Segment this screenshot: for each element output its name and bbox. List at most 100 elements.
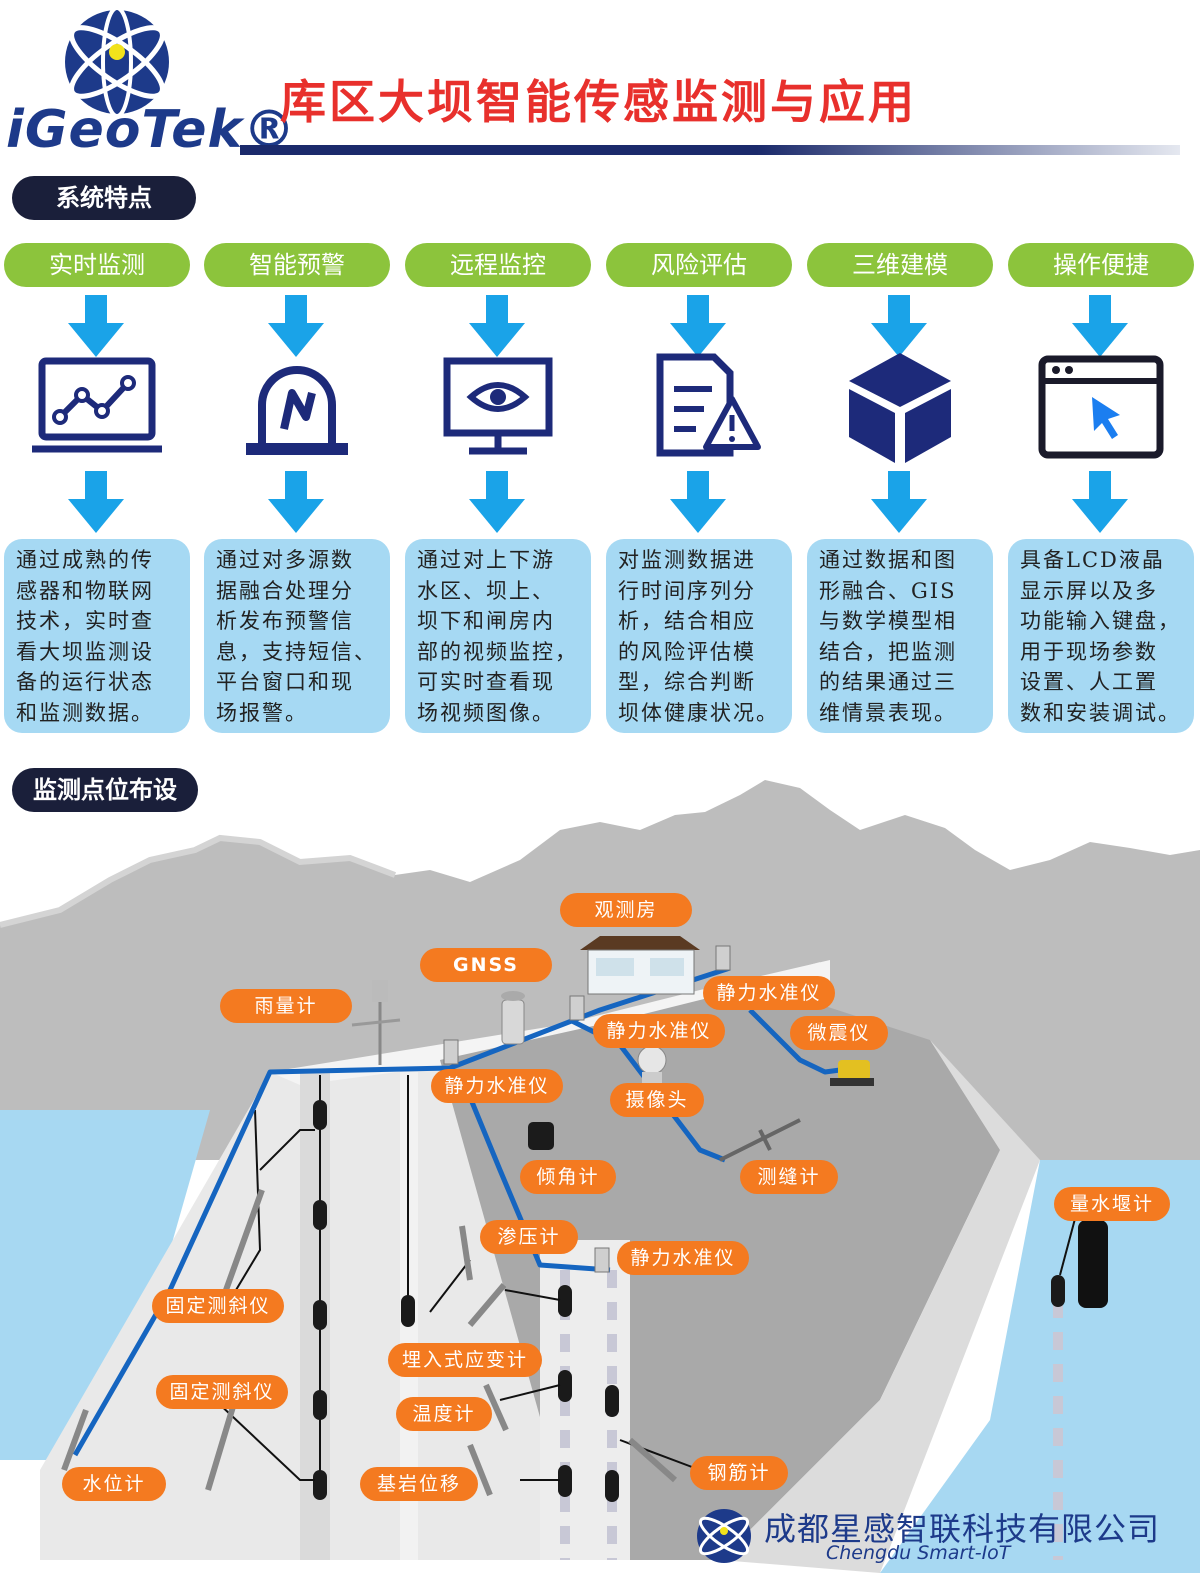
feature-description: 具备LCD液晶显示屏以及多功能输入键盘，用于现场参数设置、人工置数和安装调试。	[1008, 539, 1194, 733]
gnss-device	[501, 991, 525, 1045]
label-strain-gauge: 埋入式应变计	[388, 1343, 542, 1377]
feature-description-line: 通过对上下游	[417, 548, 555, 572]
section-layout-heading: 监测点位布设	[12, 768, 198, 812]
label-fixed-inclinometer-1: 固定测斜仪	[152, 1289, 284, 1323]
label-weir-meter: 量水堰计	[1054, 1187, 1170, 1221]
camera-device	[637, 1045, 667, 1084]
feature-column-6: 操作便捷具备LCD液晶显示屏以及多功能输入键盘，用于现场参数设置、人工置数和安装…	[1008, 243, 1194, 733]
feature-description-line: 型，综合判断	[618, 670, 756, 694]
feature-description-line: 场报警。	[216, 700, 308, 725]
feature-description-line: 通过成熟的传	[16, 548, 154, 572]
feature-description-line: 的结果通过三	[819, 670, 957, 694]
title-underline	[240, 145, 1180, 155]
down-arrow-icon	[469, 471, 525, 533]
label-water-level: 水位计	[62, 1467, 166, 1501]
feature-description-line: 具备LCD液晶	[1020, 548, 1165, 572]
label-bedrock-displacement: 基岩位移	[360, 1467, 478, 1501]
feature-description-line: 维情景表现。	[819, 700, 957, 725]
label-crack-meter: 测缝计	[740, 1160, 838, 1194]
crack-meter-device	[719, 1118, 801, 1162]
down-arrow-icon	[871, 471, 927, 533]
down-arrow-icon	[871, 295, 927, 357]
label-hydrostatic-level-2: 静力水准仪	[593, 1014, 725, 1048]
feature-description-line: 坝体健康状况。	[618, 700, 779, 725]
down-arrow-icon	[670, 471, 726, 533]
feature-column-1: 实时监测通过成熟的传感器和物联网技术，实时查看大坝监测设备的运行状态和监测数据。	[4, 243, 190, 733]
feature-description-line: 平台窗口和现	[216, 670, 354, 694]
feature-label: 三维建模	[807, 243, 993, 287]
feature-description-line: 析发布预警信	[216, 609, 354, 633]
label-microseismic: 微震仪	[790, 1016, 888, 1050]
dam-crest	[270, 960, 830, 1085]
down-arrow-icon	[469, 295, 525, 357]
feature-description-line: 部的视频监控，	[417, 639, 578, 664]
feature-description-line: 显示屏以及多	[1020, 578, 1158, 603]
down-arrow-icon	[68, 471, 124, 533]
label-fixed-inclinometer-2: 固定测斜仪	[156, 1375, 288, 1409]
feature-description-line: 形融合、GIS	[819, 578, 957, 603]
down-arrow-icon	[670, 295, 726, 357]
section-features-heading: 系统特点	[12, 176, 196, 220]
rain-gauge-device	[351, 980, 401, 1065]
feature-description-line: 可实时查看现	[417, 670, 555, 694]
feature-description-line: 通过数据和图	[819, 548, 957, 572]
feature-column-5: 三维建模通过数据和图形融合、GIS 与数学模型相结合，把监测的结果通过三维情景表现…	[807, 243, 993, 733]
feature-label: 操作便捷	[1008, 243, 1194, 287]
down-arrow-icon	[1072, 295, 1128, 357]
down-arrow-icon	[268, 295, 324, 357]
feature-description-line: 与数学模型相	[819, 609, 957, 633]
feature-description-line: 用于现场参数	[1020, 639, 1158, 664]
down-arrow-icon	[68, 295, 124, 357]
downstream-water	[880, 1160, 1200, 1573]
feature-label: 风险评估	[606, 243, 792, 287]
feature-description: 通过数据和图形融合、GIS 与数学模型相结合，把监测的结果通过三维情景表现。	[807, 539, 993, 733]
feature-description-line: 通过对多源数	[216, 548, 354, 572]
label-tiltmeter: 倾角计	[520, 1160, 616, 1194]
feature-description-line: 数和安装调试。	[1020, 700, 1181, 725]
feature-description-line: 对监测数据进	[618, 548, 756, 572]
feature-description-line: 场视频图像。	[417, 700, 555, 725]
label-gnss: GNSS	[420, 948, 552, 982]
feature-label: 远程监控	[405, 243, 591, 287]
feature-description: 通过对多源数据融合处理分析发布预警信息，支持短信、平台窗口和现场报警。	[204, 539, 390, 733]
feature-description-line: 感器和物联网	[16, 578, 154, 603]
feature-description-line: 设置、人工置	[1020, 670, 1158, 694]
observation-house	[580, 936, 700, 995]
label-rain-gauge: 雨量计	[220, 989, 352, 1023]
feature-description-line: 备的运行状态	[16, 670, 154, 694]
document-warning-icon	[634, 353, 764, 463]
feature-column-4: 风险评估对监测数据进行时间序列分析，结合相应的风险评估模型，综合判断坝体健康状况…	[606, 243, 792, 733]
label-piezometer: 渗压计	[480, 1220, 578, 1254]
feature-description-line: 看大坝监测设	[16, 639, 154, 664]
feature-label: 实时监测	[4, 243, 190, 287]
label-hydrostatic-level-4: 静力水准仪	[617, 1241, 749, 1275]
feature-description: 通过成熟的传感器和物联网技术，实时查看大坝监测设备的运行状态和监测数据。	[4, 539, 190, 733]
feature-description-line: 结合，把监测	[819, 639, 957, 664]
monitor-chart-icon	[32, 353, 162, 463]
feature-description-line: 技术，实时查	[16, 609, 154, 633]
cable-main	[72, 965, 731, 1457]
feature-description-line: 据融合处理分	[216, 578, 354, 603]
label-observation-house: 观测房	[560, 893, 692, 927]
microseismic-device	[830, 1060, 874, 1086]
feature-description-line: 水区、坝上、	[417, 578, 555, 603]
feature-description: 通过对上下游水区、坝上、坝下和闸房内部的视频监控， 可实时查看现场视频图像。	[405, 539, 591, 733]
feature-description: 对监测数据进行时间序列分析，结合相应的风险评估模型，综合判断坝体健康状况。	[606, 539, 792, 733]
label-rebar-meter: 钢筋计	[690, 1456, 788, 1490]
down-arrow-icon	[268, 471, 324, 533]
tiltmeter-device	[528, 1122, 554, 1150]
browser-cursor-icon	[1036, 353, 1166, 463]
feature-description-line: 析，结合相应	[618, 609, 756, 633]
alarm-light-icon	[232, 353, 362, 463]
company-name-en: Chengdu Smart-IoT	[826, 1542, 1011, 1564]
down-arrow-icon	[1072, 471, 1128, 533]
feature-description-line: 坝下和闸房内	[417, 609, 555, 633]
feature-column-2: 智能预警通过对多源数据融合处理分析发布预警信息，支持短信、平台窗口和现场报警。	[204, 243, 390, 733]
feature-description-line: 息，支持短信、	[216, 639, 377, 664]
feature-description-line: 的风险评估模	[618, 639, 756, 664]
feature-description-line: 和监测数据。	[16, 700, 154, 725]
label-hydrostatic-level-3: 静力水准仪	[431, 1069, 563, 1103]
cube-icon	[835, 353, 965, 463]
upstream-water	[0, 1110, 210, 1460]
company-name: 成都星感智联科技有限公司	[764, 1510, 1161, 1548]
